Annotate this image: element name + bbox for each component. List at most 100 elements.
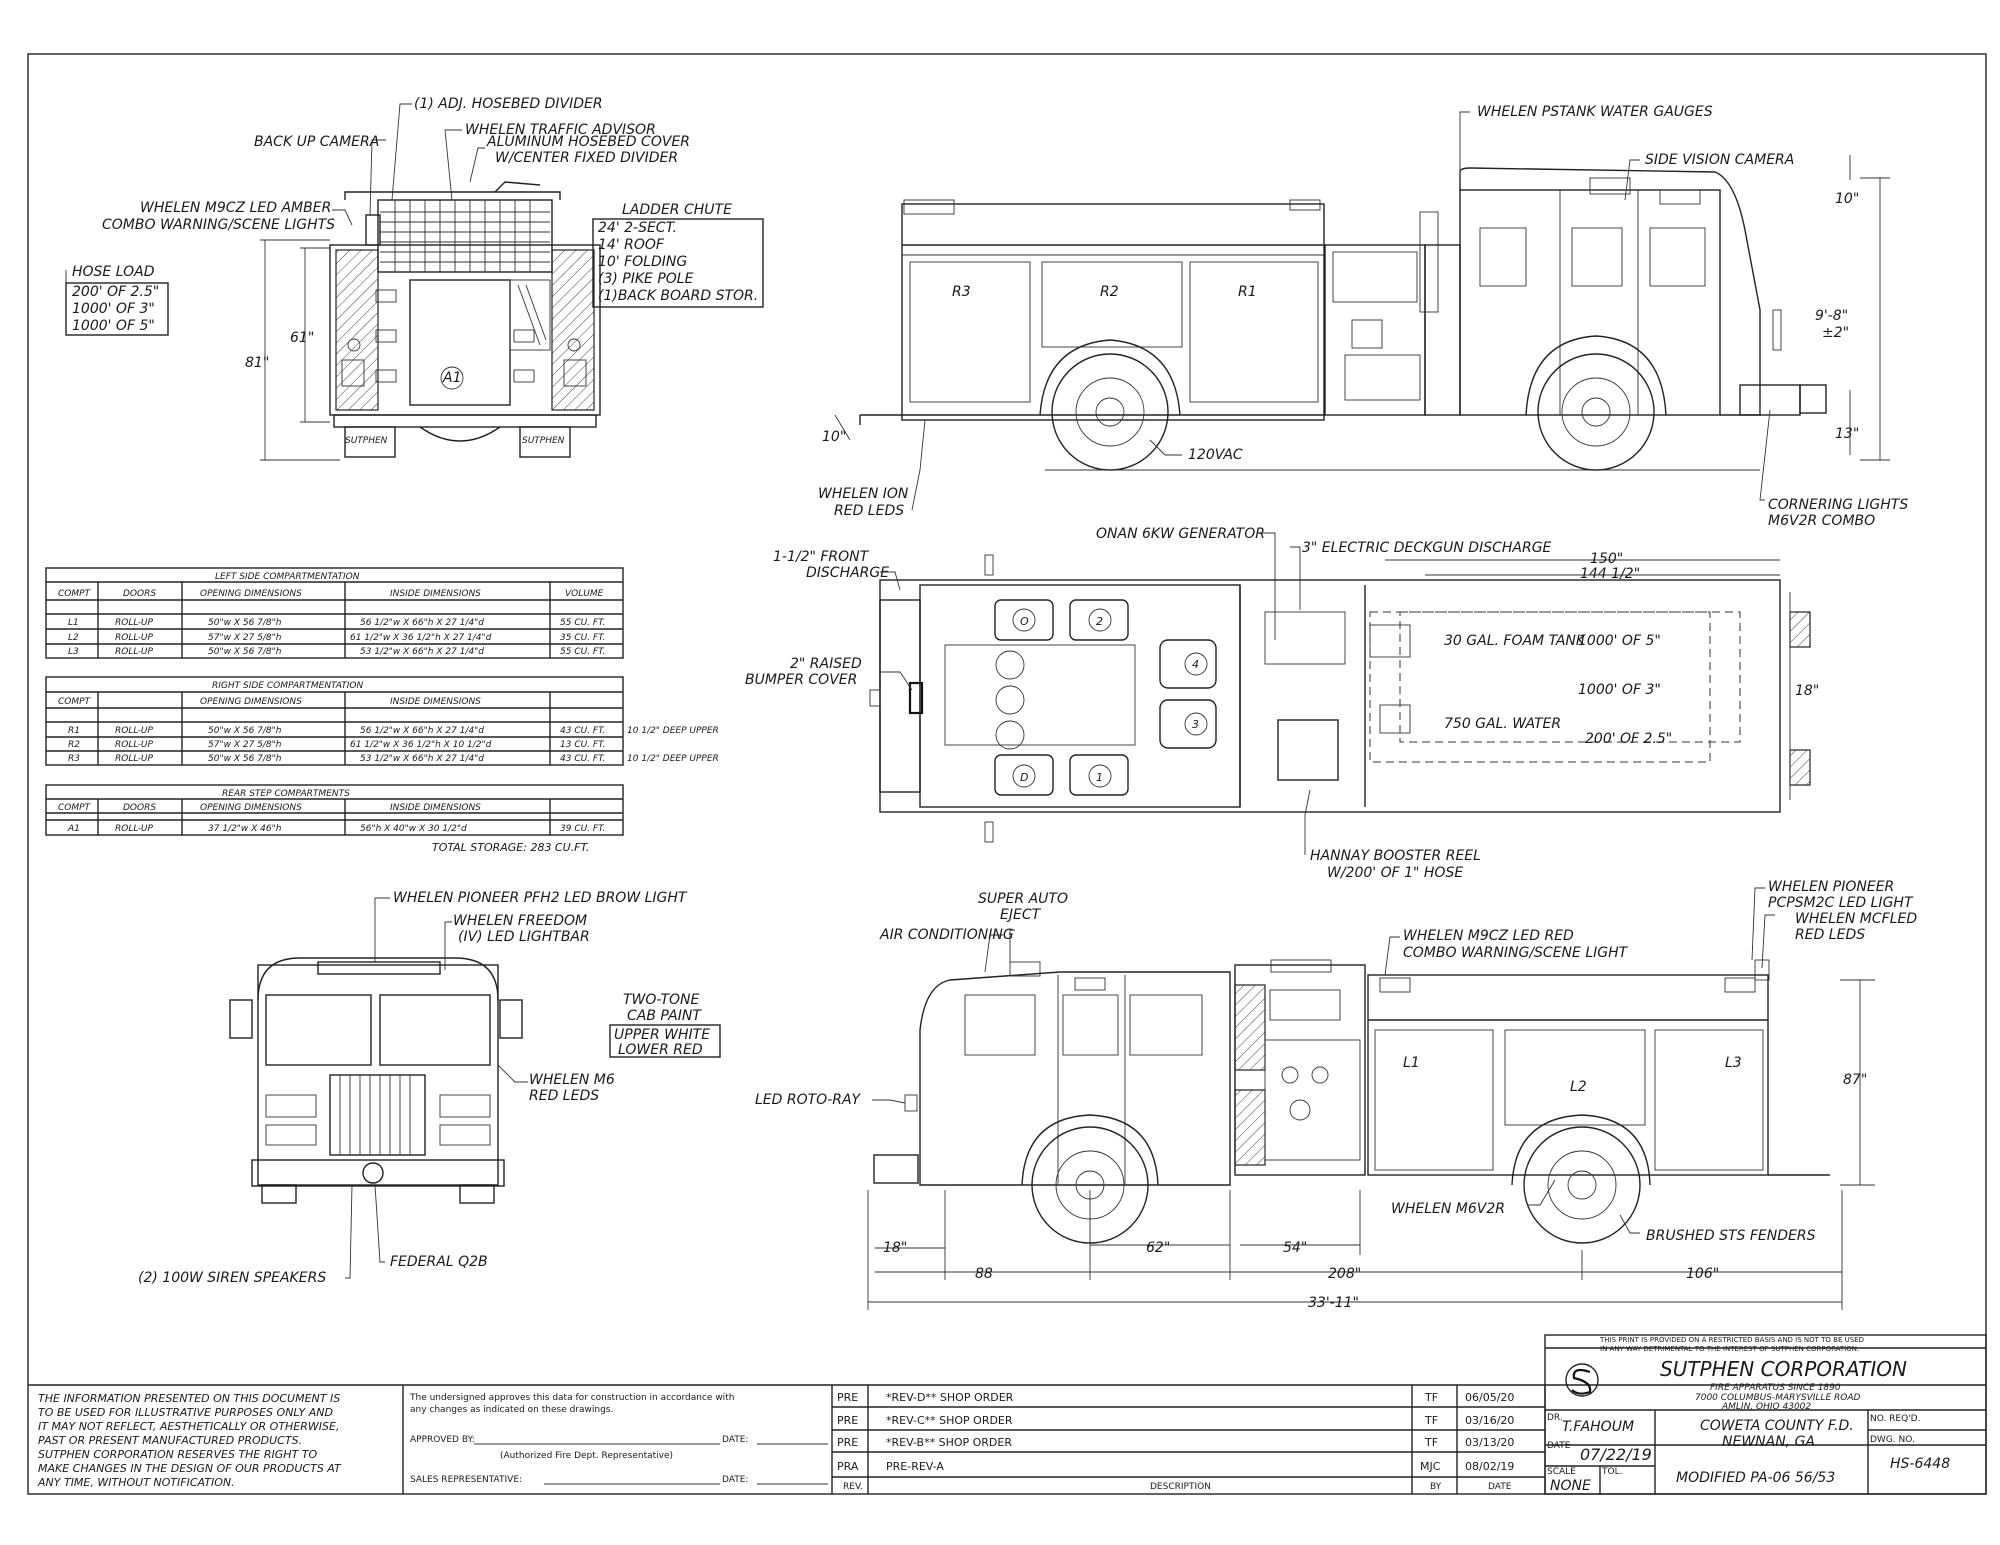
tol-caption: TOL. — [1601, 1467, 1622, 1477]
table-left-header: VOLUME — [565, 589, 604, 599]
siren-speakers-label: (2) 100W SIREN SPEAKERS — [138, 1270, 326, 1286]
table-right-cell: 57"w X 27 5/8"h — [208, 740, 282, 750]
model-label: MODIFIED PA-06 56/53 — [1676, 1470, 1835, 1486]
rev-header: REV. — [843, 1482, 863, 1492]
scale-caption: SCALE — [1547, 1467, 1576, 1477]
table-left-cell: 53 1/2"w X 66"h X 27 1/4"d — [360, 647, 484, 657]
water-gauges-label: WHELEN PSTANK WATER GAUGES — [1477, 104, 1713, 120]
rev-header: DATE — [1488, 1482, 1512, 1492]
scale-value: NONE — [1550, 1478, 1591, 1494]
ladder-chute-line: 24' 2-SECT. — [598, 220, 677, 236]
table-left-header: OPENING DIMENSIONS — [200, 589, 302, 599]
table-right-cell: ROLL-UP — [115, 740, 154, 750]
rev-by: TF — [1424, 1414, 1438, 1427]
rev-code: PRE — [837, 1414, 858, 1427]
rev-code: PRA — [837, 1460, 859, 1473]
ladder-chute-line: 10' FOLDING — [598, 254, 687, 270]
table-right-header: INSIDE DIMENSIONS — [390, 697, 481, 707]
table-rear-header: COMPT — [58, 803, 92, 813]
table-rear-title: REAR STEP COMPARTMENTS — [222, 789, 350, 799]
pioneer-label: WHELEN PIONEER — [1768, 879, 1894, 895]
ladder-chute-line: (1)BACK BOARD STOR. — [598, 288, 758, 304]
table-right-cell: 56 1/2"w X 66"h X 27 1/4"d — [360, 726, 484, 736]
sales-rep-label: SALES REPRESENTATIVE: — [410, 1475, 522, 1485]
rev-code: PRE — [837, 1436, 858, 1449]
paint-note-box — [609, 1024, 721, 1058]
dim-10-rear: 10" — [822, 429, 846, 445]
table-left-cell: 56 1/2"w X 66"h X 27 1/4"d — [360, 618, 484, 628]
rev-date: 06/05/20 — [1465, 1391, 1514, 1404]
front-view — [229, 957, 523, 1204]
company-tagline: FIRE APPARATUS SINCE 1890 — [1710, 1383, 1841, 1393]
paint-label: TWO-TONE — [623, 992, 699, 1008]
m9cz-red-label: WHELEN M9CZ LED RED — [1403, 928, 1574, 944]
approval-text: The undersigned approves this data for c… — [409, 1393, 734, 1403]
hose-load-line: 1000' OF 3" — [72, 301, 155, 317]
rev-date: 08/02/19 — [1465, 1460, 1514, 1473]
table-left-cell: 50"w X 56 7/8"h — [208, 647, 282, 657]
dwg-no-caption: DWG. NO. — [1870, 1435, 1915, 1445]
disclaimer-line: THE INFORMATION PRESENTED ON THIS DOCUME… — [38, 1392, 340, 1405]
table-right-cell: 61 1/2"w X 36 1/2"h X 10 1/2"d — [350, 740, 492, 750]
table-left-header: COMPT — [58, 589, 92, 599]
table-right-cell: 53 1/2"w X 66"h X 27 1/4"d — [360, 754, 484, 764]
approved-by-label: APPROVED BY: — [410, 1435, 475, 1445]
rev-header: BY — [1430, 1482, 1442, 1492]
m9cz-amber-label: WHELEN M9CZ LED AMBER — [140, 200, 331, 216]
dim-13: 13" — [1835, 426, 1859, 442]
dim-10-top: 10" — [1835, 191, 1859, 207]
dim-18-front: 18" — [883, 1240, 907, 1256]
hose-5-label: 1000' OF 5" — [1578, 633, 1661, 649]
table-left-title: LEFT SIDE COMPARTMENTATION — [215, 572, 360, 582]
m6-label-2: RED LEDS — [529, 1088, 599, 1104]
m9cz-amber-label-2: COMBO WARNING/SCENE LIGHTS — [102, 217, 335, 233]
vac-label: 120VAC — [1188, 447, 1243, 463]
drawn-by: T.FAHOUM — [1562, 1419, 1634, 1435]
mcfled-label: WHELEN MCFLED — [1795, 911, 1917, 927]
rev-description: *REV-C** SHOP ORDER — [886, 1414, 1013, 1427]
seat-1: 1 — [1096, 771, 1103, 784]
table-left-header: INSIDE DIMENSIONS — [390, 589, 481, 599]
seat-3: 3 — [1192, 718, 1199, 731]
q2b-label: FEDERAL Q2B — [390, 1254, 488, 1270]
freedom-label-2: (IV) LED LIGHTBAR — [458, 929, 590, 945]
table-left-cell: ROLL-UP — [115, 633, 154, 643]
bumper-label-2: BUMPER COVER — [745, 672, 857, 688]
table-right-cell: ROLL-UP — [115, 754, 154, 764]
paint-label-2: CAB PAINT — [627, 1008, 702, 1024]
dim-88: 88 — [975, 1266, 993, 1282]
compartment-r3: R3 — [952, 284, 971, 300]
generator-label: ONAN 6KW GENERATOR — [1096, 526, 1265, 542]
sheet-border — [27, 53, 1987, 1495]
paint-upper: UPPER WHITE — [614, 1027, 710, 1043]
customer-location: NEWNAN, GA — [1722, 1434, 1815, 1450]
rev-description: PRE-REV-A — [886, 1460, 944, 1473]
dim-81: 81" — [245, 355, 269, 371]
traffic-advisor-label: WHELEN TRAFFIC ADVISOR — [465, 122, 656, 138]
driver-side-view — [873, 959, 1830, 1244]
table-right-cell: R1 — [68, 726, 80, 736]
seat-driver: D — [1020, 771, 1028, 784]
table-rear-cell: 56"h X 40"w X 30 1/2"d — [360, 824, 467, 834]
cornering-lights-label: CORNERING LIGHTS — [1768, 497, 1908, 513]
side-camera-label: SIDE VISION CAMERA — [1645, 152, 1794, 168]
hosebed-divider-label: (1) ADJ. HOSEBED DIVIDER — [414, 96, 603, 112]
brand-right: SUTPHEN — [522, 436, 565, 446]
compartment-r1: R1 — [1238, 284, 1257, 300]
rev-header: DESCRIPTION — [1150, 1482, 1211, 1492]
seat-officer: O — [1020, 615, 1029, 628]
rev-by: MJC — [1420, 1460, 1441, 1473]
print-notice-2: IN ANY WAY DETRIMENTAL TO THE INTEREST O… — [1600, 1345, 1859, 1353]
booster-reel-label: HANNAY BOOSTER REEL — [1310, 848, 1481, 864]
table-left-cell: L2 — [68, 633, 79, 643]
hose-load-line: 1000' OF 5" — [72, 318, 155, 334]
table-left-cell: ROLL-UP — [115, 647, 154, 657]
compartment-r2: R2 — [1100, 284, 1119, 300]
hose-load-box — [65, 282, 169, 336]
hose-25-label: 200' OF 2.5" — [1585, 731, 1672, 747]
dim-18-plan: 18" — [1795, 683, 1819, 699]
hose-3-label: 1000' OF 3" — [1578, 682, 1661, 698]
drawn-date: 07/22/19 — [1580, 1445, 1652, 1464]
table-rear-cell: 37 1/2"w X 46"h — [208, 824, 282, 834]
